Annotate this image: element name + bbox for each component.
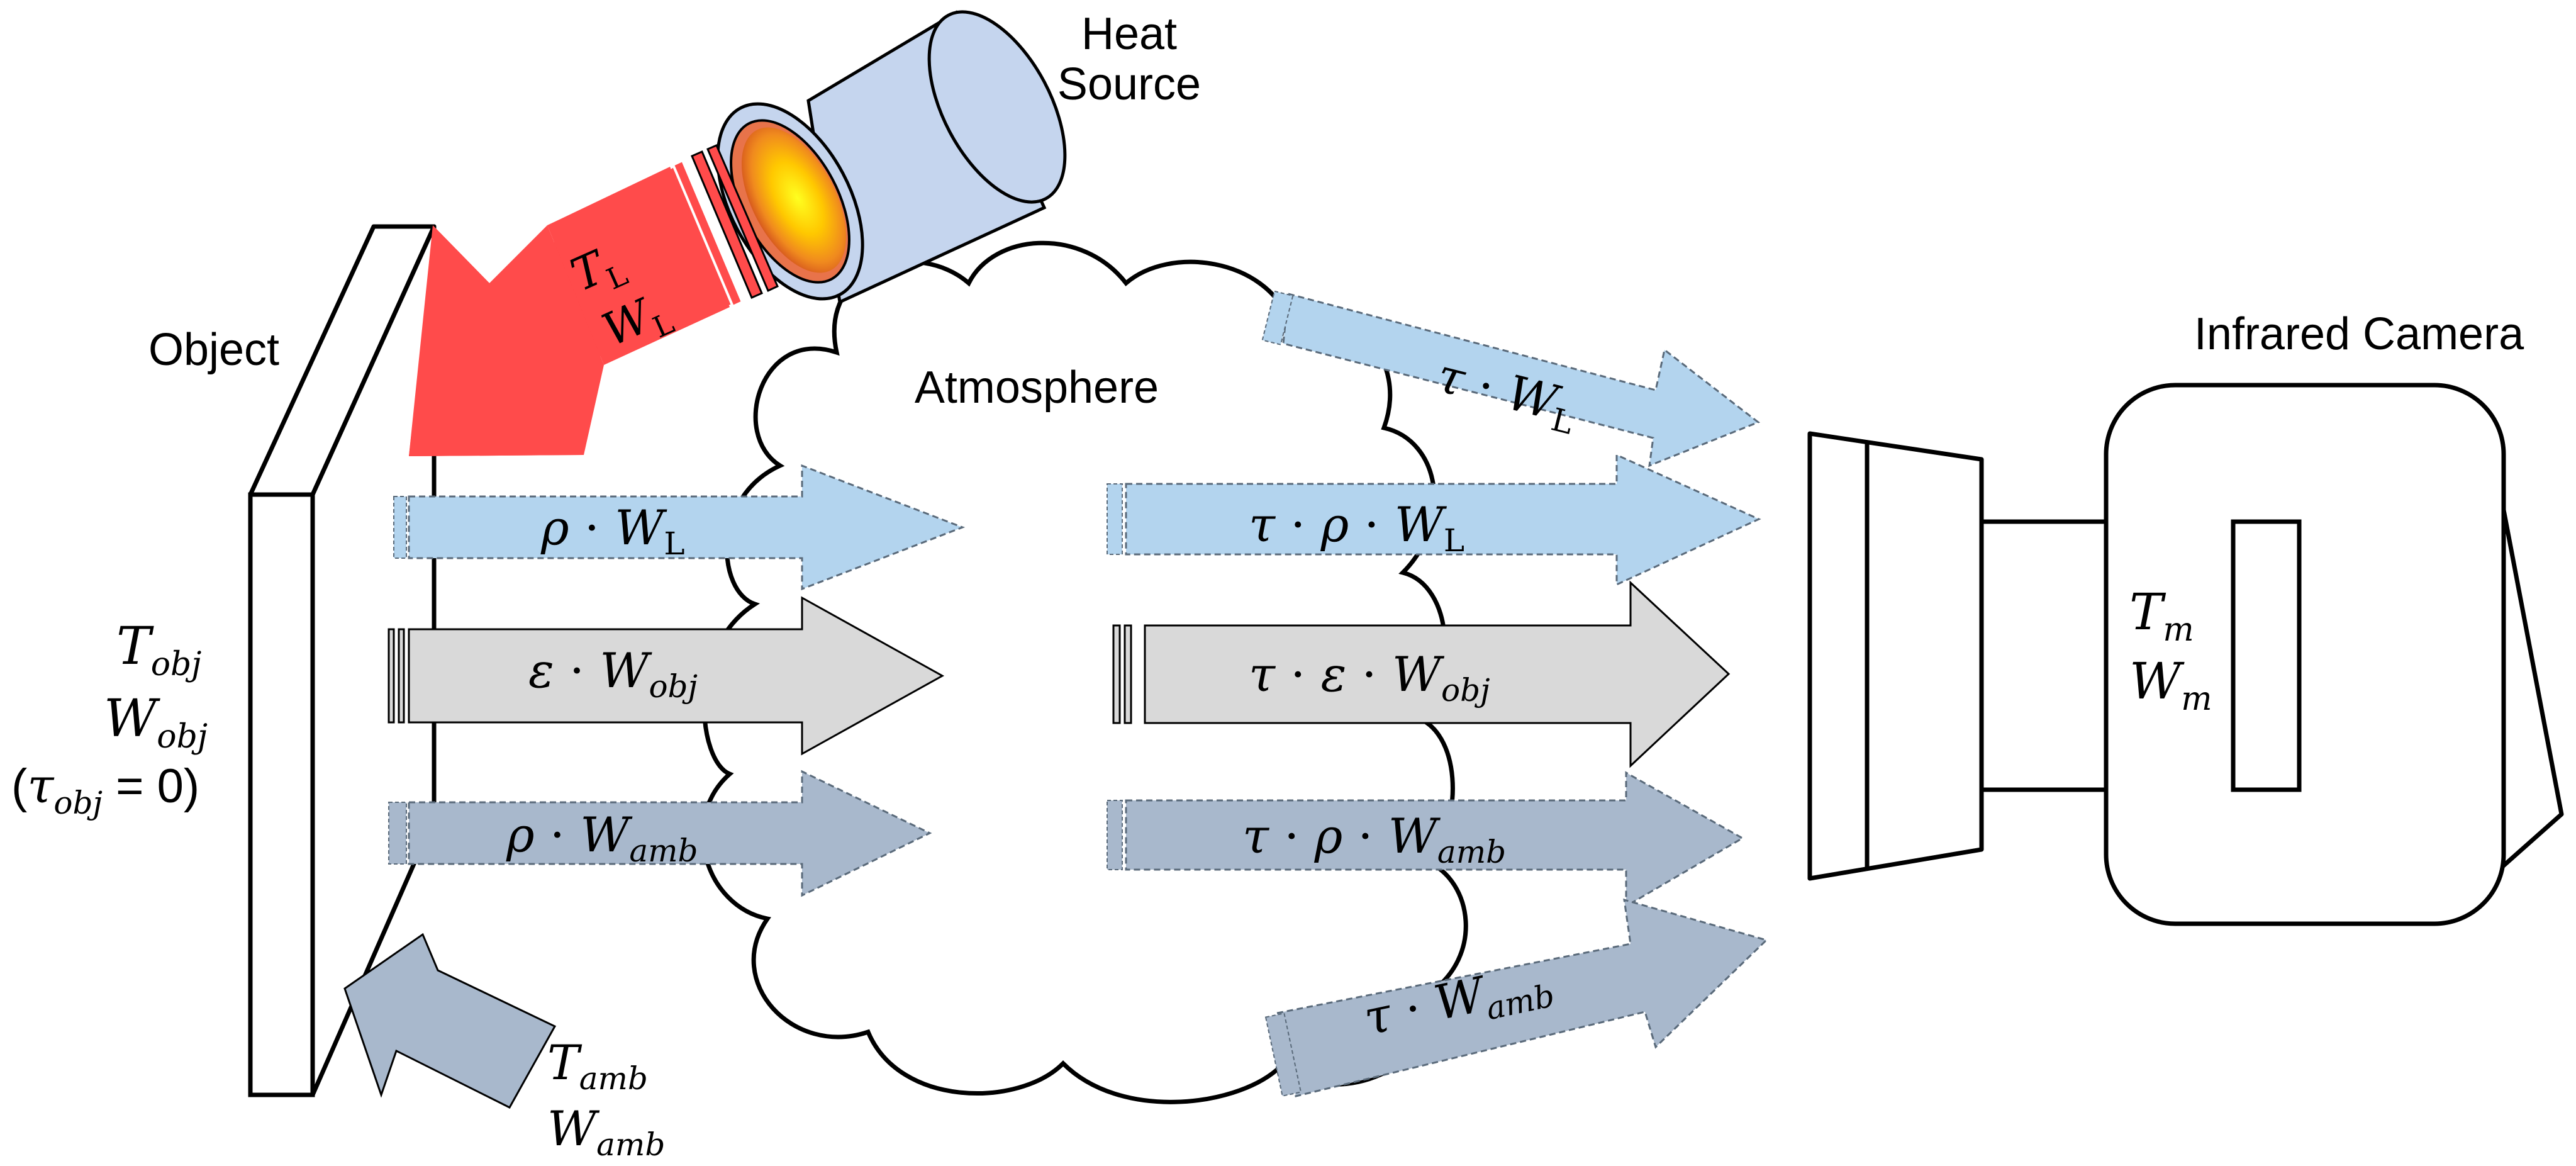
infrared-camera [1807, 383, 2564, 926]
arrow-tau-eps-wobj [1112, 580, 1731, 768]
arrow-tau-rho-wamb [1107, 771, 1745, 908]
arrow-rho-wamb-left [388, 770, 932, 897]
camera-temp-symbol: Tm [2129, 583, 2194, 649]
arrow-tau-wl [1261, 290, 1760, 468]
object-radiance-symbol: Wobj [104, 689, 208, 756]
camera-label: Infrared Camera [2194, 309, 2524, 359]
arrow-rho-wl-left [393, 464, 966, 591]
heat-source-label-line1: Heat [1081, 9, 1177, 59]
heat-source [716, 10, 1067, 305]
arrow-tau-wamb [1264, 898, 1768, 1097]
label-rho-wamb: ρ · Wamb [506, 807, 698, 869]
ambient-temp-symbol: Tamb [547, 1034, 648, 1097]
label-eps-wobj: ε · Wobj [528, 642, 698, 705]
object-transmission-condition: (τobj = 0) [11, 758, 199, 821]
label-tau-rho-wl: τ · ρ · WL [1249, 496, 1464, 559]
arrow-eps-wobj-left [388, 596, 945, 756]
label-tau-eps-wobj: τ · ε · Wobj [1249, 646, 1490, 709]
object-label: Object [148, 325, 279, 375]
label-rho-wl: ρ · WL [540, 500, 685, 562]
heat-source-label-line2: Source [1057, 59, 1201, 109]
heat-source-arrow: TL WL [409, 144, 779, 456]
ambient-arrow [343, 933, 557, 1109]
ambient-radiance-symbol: Wamb [547, 1101, 665, 1163]
object-slab [248, 224, 437, 1097]
label-tau-rho-wamb: τ · ρ · Wamb [1242, 808, 1506, 870]
arrow-tau-rho-wl [1107, 453, 1761, 586]
object-temp-symbol: Tobj [116, 617, 201, 683]
atmosphere-label: Atmosphere [915, 362, 1159, 413]
camera-radiance-symbol: Wm [2129, 652, 2212, 718]
